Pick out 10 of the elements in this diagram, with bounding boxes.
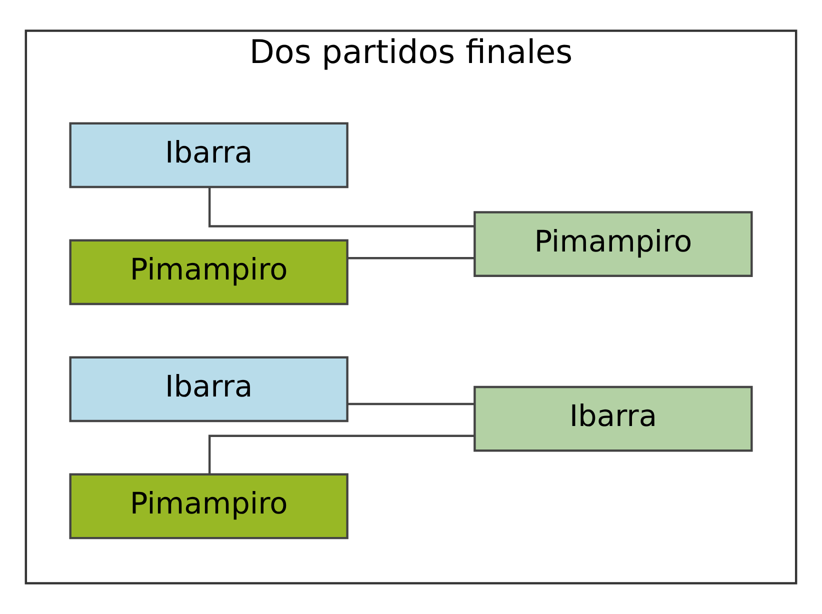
node-box: Ibarra bbox=[69, 122, 348, 188]
node-box: Ibarra bbox=[474, 386, 753, 452]
connector bbox=[347, 402, 474, 406]
node-box: Pimampiro bbox=[474, 211, 753, 277]
connector bbox=[208, 434, 474, 474]
node-box: Pimampiro bbox=[69, 473, 348, 540]
connector bbox=[208, 187, 474, 228]
connector bbox=[347, 257, 474, 260]
node-box: Ibarra bbox=[69, 356, 348, 422]
node-box: Pimampiro bbox=[69, 239, 348, 306]
